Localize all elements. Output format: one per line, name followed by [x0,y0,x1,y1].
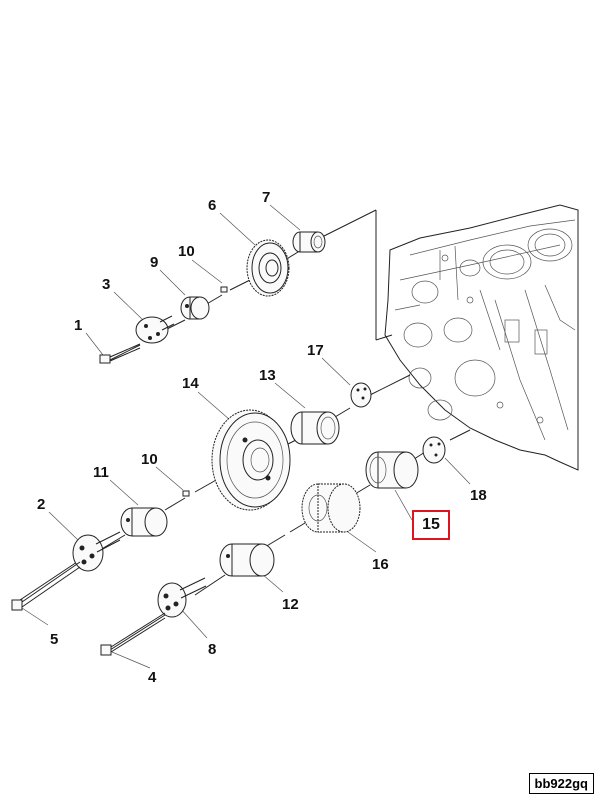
part-16-small-gear [301,483,361,533]
callout-16: 16 [372,556,389,573]
callout-2: 2 [37,496,46,513]
callout-6: 6 [208,197,217,214]
part-8-plate [157,577,207,618]
part-6-idler-gear [246,239,290,297]
callout-5: 5 [50,631,59,648]
leader-lines [21,204,471,669]
part-4-bolt [100,612,166,656]
part-5-bolt [11,561,81,611]
part-11-bushing [120,507,168,537]
part-3-plate [135,315,175,344]
part-9-bushing [180,296,210,320]
callout-11: 11 [93,464,109,481]
callout-17: 17 [307,342,324,359]
part-14-main-gear [211,409,291,511]
callout-1: 1 [74,317,83,334]
part-13-sleeve [290,411,340,445]
part-17-washer [350,382,372,408]
part-18-washer [422,436,446,464]
callout-4: 4 [148,669,157,686]
part-12-bushing [219,543,275,577]
callout-8: 8 [208,641,217,658]
callout-7: 7 [262,189,271,206]
callout-15-highlighted: 15 [412,510,450,540]
part-10-pin-upper [220,286,228,293]
part-7-sleeve [292,231,326,253]
callout-12: 12 [282,596,299,613]
callout-3: 3 [102,276,111,293]
engine-block [384,204,579,471]
callout-10-upper: 10 [178,243,195,260]
part-1-bolt [99,343,141,364]
callout-10-lower: 10 [141,451,158,468]
part-10-pin-lower [182,490,190,497]
part-2-plate [72,531,121,572]
callout-9: 9 [150,254,159,271]
callout-14: 14 [182,375,199,392]
image-id-label: bb922gq [528,773,594,794]
callout-13: 13 [259,367,276,384]
upper-axis-lines [109,209,393,361]
callout-18: 18 [470,487,487,504]
part-15-sleeve [365,451,419,489]
